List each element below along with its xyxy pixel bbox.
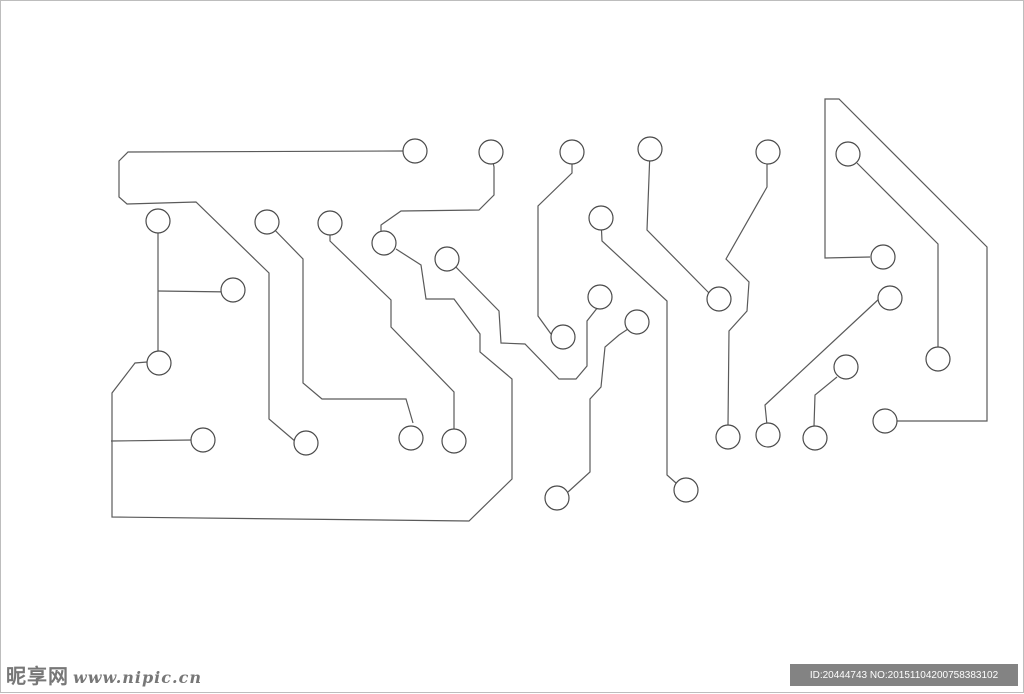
solder-pad [673,477,699,503]
solder-pad [755,422,781,448]
circuit-trace [446,257,599,380]
watermark-url: www.nipic.cn [73,668,202,687]
solder-pad [293,430,319,456]
circuit-trace [157,290,234,293]
solder-pad [371,230,397,256]
watermark-logo-text: 昵享网 [6,664,69,688]
solder-pad [441,428,467,454]
solder-pad [402,138,428,164]
solder-pad [637,136,663,162]
solder-pad [755,139,781,165]
solder-pad [559,139,585,165]
solder-pad [833,354,859,380]
circuit-trace [110,439,193,442]
solder-pad [706,286,732,312]
circuit-trace [646,150,710,294]
solder-pad [835,141,861,167]
circuit-trace [600,218,677,484]
solder-pad [220,277,246,303]
circuit-trace [725,153,768,426]
circuit-trace [856,162,939,347]
solder-pad [587,284,613,310]
solder-pad [925,346,951,372]
circuit-trace [813,376,838,427]
image-id-text: ID:20444743 NO:20151104200758383102 [809,669,999,681]
circuit-trace [118,150,404,443]
solder-pad [544,485,570,511]
solder-pad [434,246,460,272]
circuit-trace [380,152,495,237]
solder-pad [478,139,504,165]
circuit-trace [567,322,638,493]
solder-pad [190,427,216,453]
solder-pad [588,205,614,231]
solder-pad [254,209,280,235]
solder-pad [877,285,903,311]
solder-pad [398,425,424,451]
solder-pad [802,425,828,451]
solder-pad [146,350,172,376]
solder-pad [715,424,741,450]
solder-pad [870,244,896,270]
solder-pad [317,210,343,236]
image-id-bar: ID:20444743 NO:20151104200758383102 [790,664,1018,686]
solder-pad [872,408,898,434]
circuit-trace [537,152,573,335]
circuit-trace [111,248,513,522]
circuit-trace [266,221,414,424]
circuit-trace [824,98,988,422]
solder-pad [145,208,171,234]
circuit-trace [764,297,881,426]
circuit-trace [329,223,455,441]
solder-pad [550,324,576,350]
solder-pad [624,309,650,335]
